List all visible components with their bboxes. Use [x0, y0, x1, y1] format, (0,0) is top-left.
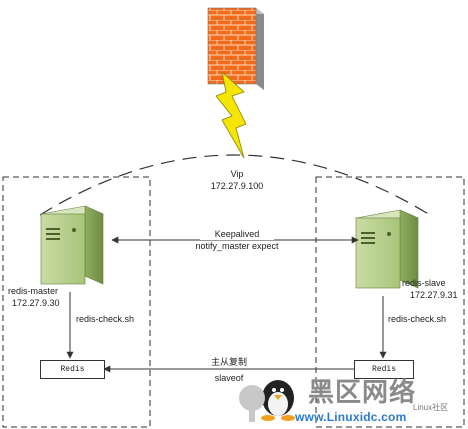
- firewall-icon: [207, 7, 264, 90]
- master-server-icon: [39, 205, 105, 285]
- slave-host-boundary: [315, 176, 465, 428]
- master-redis-box: Redis: [40, 360, 105, 379]
- master-host-boundary: [2, 176, 151, 428]
- vip-title: Vip: [230, 169, 244, 179]
- replication-label: 主从复制: [210, 357, 247, 367]
- penguin-logo-icon: [261, 380, 295, 421]
- master-ip: 172.27.9.30: [12, 298, 60, 308]
- tool-logo-icon: [239, 385, 265, 422]
- master-name: redis-master: [8, 286, 59, 296]
- watermark-sub: Linux社区: [413, 403, 449, 412]
- watermark-title: 黑区网络: [308, 378, 417, 408]
- slaveof-label: slaveof: [214, 373, 244, 383]
- slave-redis-box: Redis: [354, 360, 414, 379]
- keepalived-label: Keepalived: [200, 229, 274, 240]
- slave-check-script: redis-check.sh: [388, 314, 447, 324]
- vip-address: 172.27.9.100: [210, 181, 264, 191]
- notify-master-label: notify_master expect: [180, 241, 294, 252]
- vip-arc: [39, 154, 431, 216]
- watermark: 黑区网络 Linux社区 www.Linuxidc.com: [235, 378, 468, 429]
- slave-server-icon: [354, 209, 420, 289]
- master-check-script: redis-check.sh: [76, 314, 135, 324]
- lightning-icon: [215, 70, 247, 159]
- slave-ip: 172.27.9.31: [410, 290, 458, 300]
- watermark-url: www.Linuxidc.com: [295, 410, 407, 424]
- slave-name: redis-slave: [402, 278, 446, 288]
